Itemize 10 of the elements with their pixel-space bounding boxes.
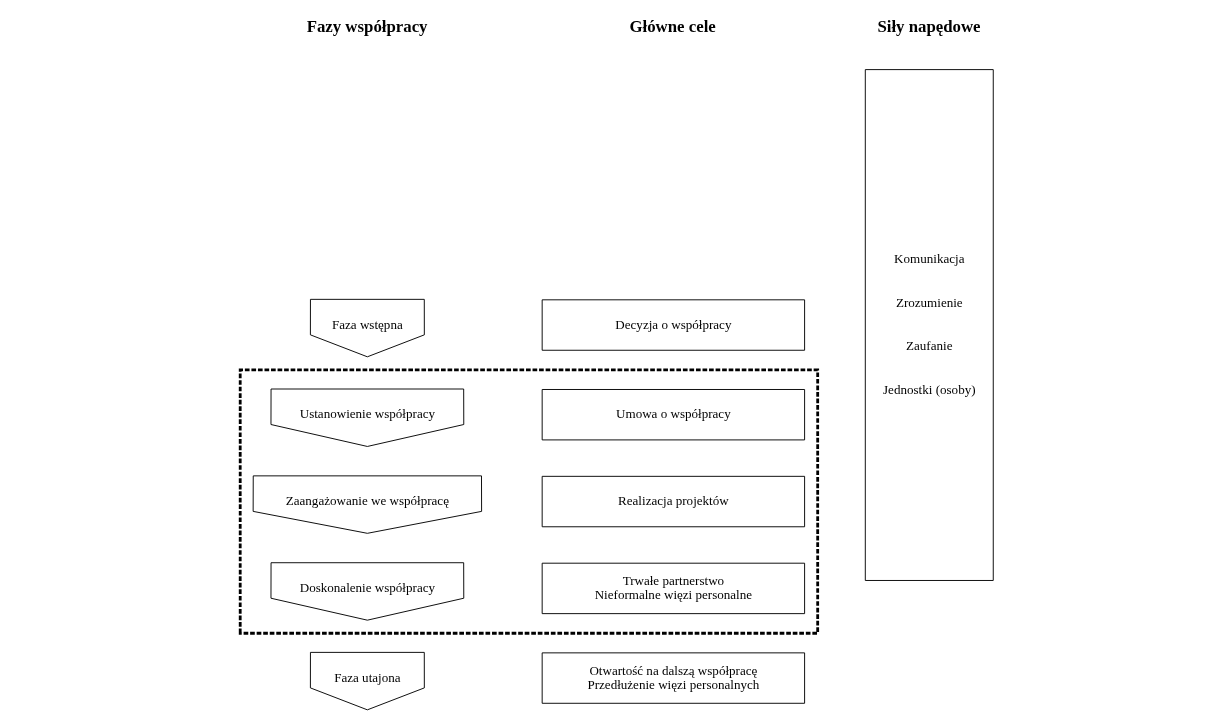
node-box: Decyzja o współpracy <box>541 299 806 351</box>
node-box: Umowa o współpracy <box>541 389 806 441</box>
node-box: Otwartość na dalszą współpracę Przedłużenie więzi personalnych <box>541 652 806 704</box>
label: Fazy współpracy <box>306 17 428 37</box>
label: Siły napędowe <box>877 17 981 37</box>
node-box: Realizacja projektów <box>541 475 806 528</box>
node-box: Komunikacja Zrozumienie Zaufanie Jednostki (osoby) <box>864 69 994 581</box>
cluster <box>238 368 820 635</box>
label: Główne cele <box>629 17 716 37</box>
node-box: Trwałe partnerstwo Nieformalne więzi personalne <box>541 562 806 615</box>
